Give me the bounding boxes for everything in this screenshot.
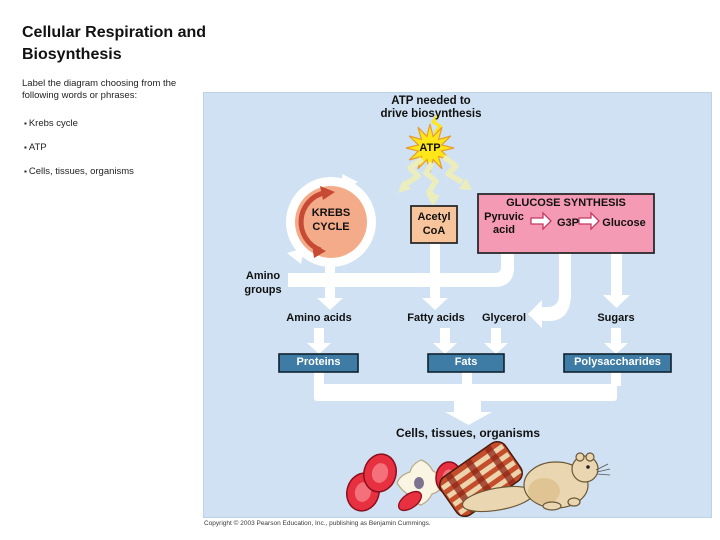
bullet-text: Cells, tissues, organisms — [28, 166, 134, 177]
red-blood-cells-icon — [346, 453, 397, 512]
amino-groups-label: Amino groups — [236, 269, 290, 297]
proteins-label: Proteins — [296, 356, 341, 368]
down-arrow-icon — [317, 298, 343, 310]
glucose-synthesis-title: GLUCOSE SYNTHESIS — [506, 197, 626, 209]
down-arrow-icon — [307, 343, 331, 354]
copyright-text: Copyright © 2003 Pearson Education, Inc.… — [204, 520, 431, 527]
krebs-line1: KREBS — [311, 207, 351, 219]
pipe-horizontal-lower — [314, 384, 617, 401]
bullet-item: ▪Krebs cycle — [24, 118, 78, 129]
bullet-text: ATP — [28, 142, 47, 153]
krebs-red-arc — [298, 190, 327, 253]
down-arrow-icon — [484, 343, 508, 354]
diagram-artwork — [278, 114, 672, 518]
bolt-arrowhead-icon — [398, 180, 411, 193]
bolt-strokes — [404, 154, 464, 199]
big-down-arrow-icon — [445, 412, 492, 425]
bullet-marker-icon: ▪ — [24, 119, 27, 128]
atp-heading: ATP needed to drive biosynthesis — [351, 95, 511, 121]
glucose-synthesis-box — [477, 193, 655, 254]
g3p-label: G3P — [556, 217, 579, 229]
red-arrowhead-icon — [320, 186, 335, 200]
amino-groups-line2: groups — [244, 284, 282, 296]
pipe-aminoacids-down — [314, 328, 324, 343]
sugars-label: Sugars — [597, 312, 635, 324]
slide-title: Cellular Respiration and Biosynthesis — [22, 24, 207, 63]
right-arrow-icon — [578, 211, 600, 231]
bullet-text: Krebs cycle — [28, 118, 78, 129]
pipe-fattyacids-down — [440, 328, 450, 343]
down-arrow-icon — [604, 343, 628, 354]
atp-energy — [398, 114, 472, 206]
lightning-bolt-icon — [430, 114, 443, 134]
fats-label: Fats — [454, 356, 478, 368]
krebs-disc — [295, 186, 367, 258]
atp-star-label: ATP — [419, 142, 441, 154]
lightning-bolt-icon — [423, 161, 439, 199]
instruction-text: Label the diagram choosing from the foll… — [22, 78, 177, 101]
bullet-item: ▪Cells, tissues, organisms — [24, 166, 134, 177]
amino-acids-label: Amino acids — [286, 312, 352, 324]
red-arrowhead-icon — [312, 244, 326, 258]
bullet-marker-icon: ▪ — [24, 143, 27, 152]
lightning-bolt-icon — [442, 154, 464, 185]
ring-arrowhead-icon — [287, 248, 304, 264]
pipe-horizontal-upper — [288, 253, 514, 287]
biosynthesis-diagram: ATP needed to drive biosynthesis ATP KRE… — [203, 92, 712, 518]
fats-box — [427, 353, 505, 373]
pipe-glycerol-down — [491, 328, 501, 343]
pyruvic-line1: Pyruvic — [484, 211, 524, 223]
squirrel-icon — [461, 452, 611, 513]
pipe-sugars-down — [611, 328, 621, 343]
amino-groups-line1: Amino — [245, 270, 281, 282]
pyruvic-acid-label: Pyruvic acid — [478, 211, 530, 237]
atp-starburst-icon — [405, 123, 455, 173]
synthesis-step-arrows — [530, 211, 600, 231]
pipe-g3p-to-glycerol — [528, 251, 571, 328]
pipe-krebs-down — [325, 253, 335, 298]
bolt-heads — [398, 178, 472, 206]
polysaccharides-label: Polysaccharides — [574, 356, 661, 368]
lightning-bolt-icon — [404, 156, 424, 187]
fatty-acids-label: Fatty acids — [407, 312, 465, 324]
flow-pipes — [288, 243, 630, 425]
bullet-marker-icon: ▪ — [24, 167, 27, 176]
ring-arrowhead-icon — [342, 174, 358, 190]
atp-heading-line2: drive biosynthesis — [380, 108, 482, 120]
down-arrow-icon — [422, 298, 448, 310]
acetyl-line1: Acetyl — [417, 211, 451, 223]
right-arrow-icon — [530, 211, 552, 231]
pipe-acetyl-down — [430, 243, 440, 298]
down-arrow-icon — [433, 343, 457, 354]
bolt-arrowhead-icon — [459, 178, 472, 190]
white-blood-cell-icon — [396, 459, 444, 512]
pipe-poly-down — [611, 372, 621, 386]
result-label: Cells, tissues, organisms — [395, 426, 541, 440]
bolt-arrowhead-icon — [426, 194, 440, 206]
proteins-box — [278, 353, 359, 373]
pipe-result-down — [454, 399, 481, 413]
pipe-glucose-down — [611, 251, 622, 295]
polysaccharides-box — [563, 353, 672, 373]
bullet-item: ▪ATP — [24, 142, 47, 153]
glycerol-label: Glycerol — [481, 312, 527, 324]
atp-heading-line1: ATP needed to — [391, 95, 471, 107]
glucose-label: Glucose — [602, 217, 646, 229]
acetyl-coa-box — [410, 205, 458, 244]
acetyl-coa-label: Acetyl CoA — [411, 210, 457, 238]
pyruvic-line2: acid — [492, 224, 515, 236]
krebs-cycle-label: KREBS CYCLE — [291, 206, 371, 234]
down-arrow-icon — [603, 295, 630, 308]
pipe-fats-down — [462, 372, 472, 386]
organisms-art — [346, 440, 611, 518]
pipe-proteins-down — [314, 372, 324, 386]
krebs-line2: CYCLE — [312, 221, 350, 233]
acetyl-line2: CoA — [422, 225, 446, 237]
krebs-cycle-circle — [286, 174, 376, 267]
